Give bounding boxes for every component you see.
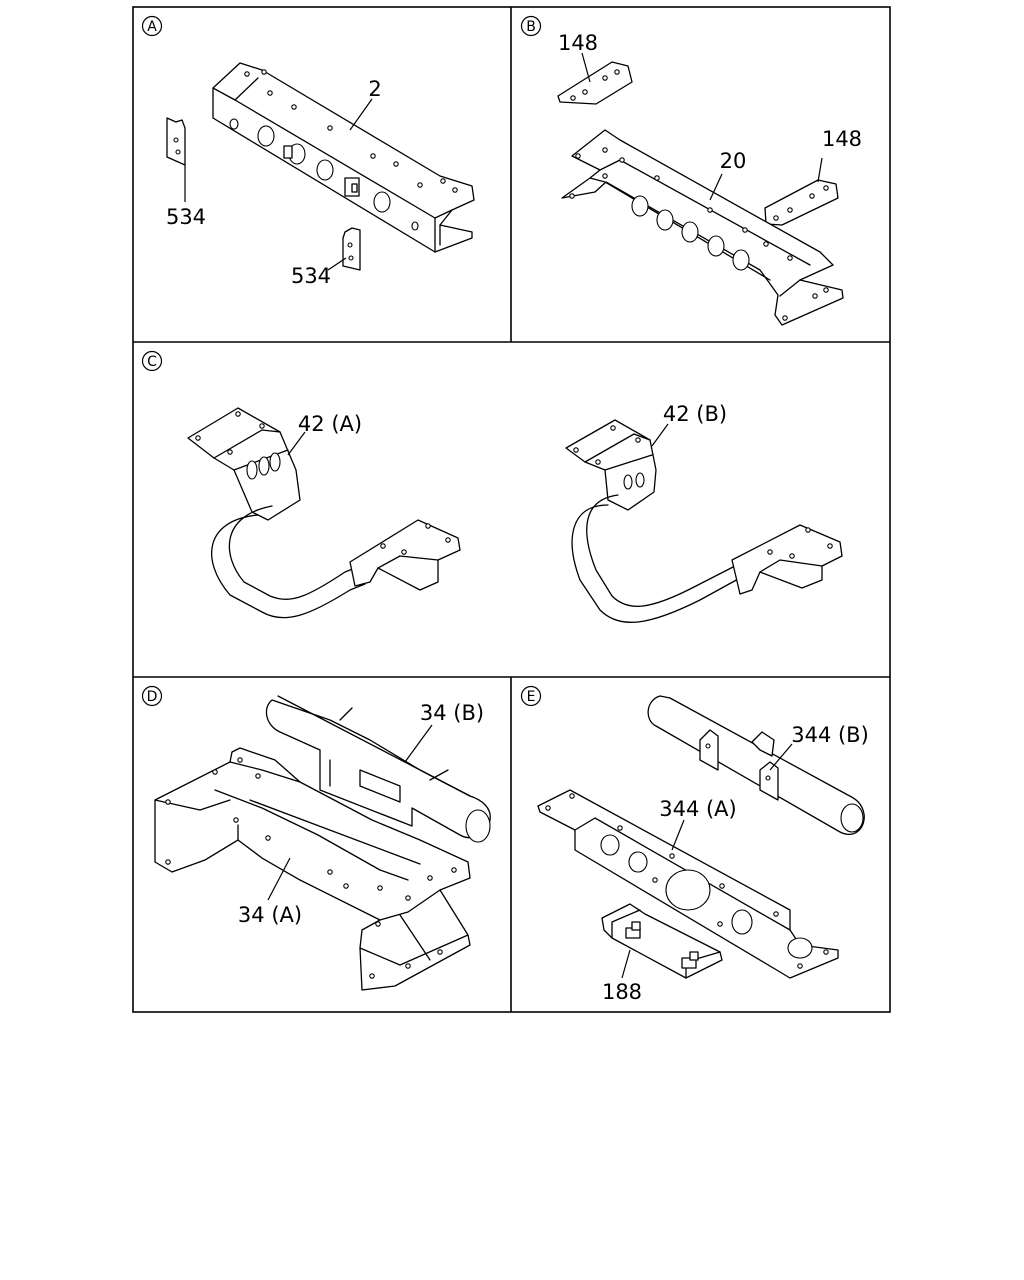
diagram-frame [132,6,891,1013]
panel-a: A [141,15,475,288]
tube-34b-drawing [265,695,491,843]
bracket-534-upper-drawing [166,117,186,166]
bracket-148-upper-drawing [557,61,633,105]
label-part-34b: 34 (B) [420,701,484,725]
label-part-148-a: 148 [558,31,598,55]
label-part-534-a: 534 [166,205,206,229]
panel-c-marker-icon: C [141,350,163,372]
panel-b: B 148 148 [520,15,862,326]
bracket-42a-drawing [187,407,461,619]
panel-c: C 42 (A) [141,350,843,623]
crossmember-2-drawing [212,62,475,253]
panel-e: E 344 (B) [520,685,869,1004]
panel-d: D 34 (B) [141,685,491,991]
panel-c-marker: C [147,354,157,370]
label-part-534-b: 534 [291,264,331,288]
bracket-42b-drawing [565,419,843,623]
frame-34a-drawing [154,747,471,991]
panel-a-marker: A [147,19,157,35]
bracket-148-right-drawing [764,179,839,226]
panel-e-marker: E [527,689,536,705]
panel-b-marker: B [526,19,536,35]
label-part-34a: 34 (A) [238,903,302,927]
label-part-20: 20 [720,149,747,173]
panel-e-marker-icon: E [520,685,542,707]
frame-344a-drawing [537,789,839,979]
label-part-344b: 344 (B) [791,723,869,747]
label-part-42b: 42 (B) [663,402,727,426]
label-part-344a: 344 (A) [659,797,737,821]
panel-a-marker-icon: A [141,15,163,37]
tube-344b-drawing [647,695,865,835]
label-part-42a: 42 (A) [298,412,362,436]
label-part-188: 188 [602,980,642,1004]
bracket-534-lower-drawing [342,227,361,271]
bracket-188-drawing [601,903,723,979]
crossmember-20-drawing [561,129,844,326]
panel-d-marker: D [147,689,158,705]
panel-b-marker-icon: B [520,15,542,37]
label-part-148-b: 148 [822,127,862,151]
label-part-2: 2 [368,77,381,101]
panel-d-marker-icon: D [141,685,163,707]
